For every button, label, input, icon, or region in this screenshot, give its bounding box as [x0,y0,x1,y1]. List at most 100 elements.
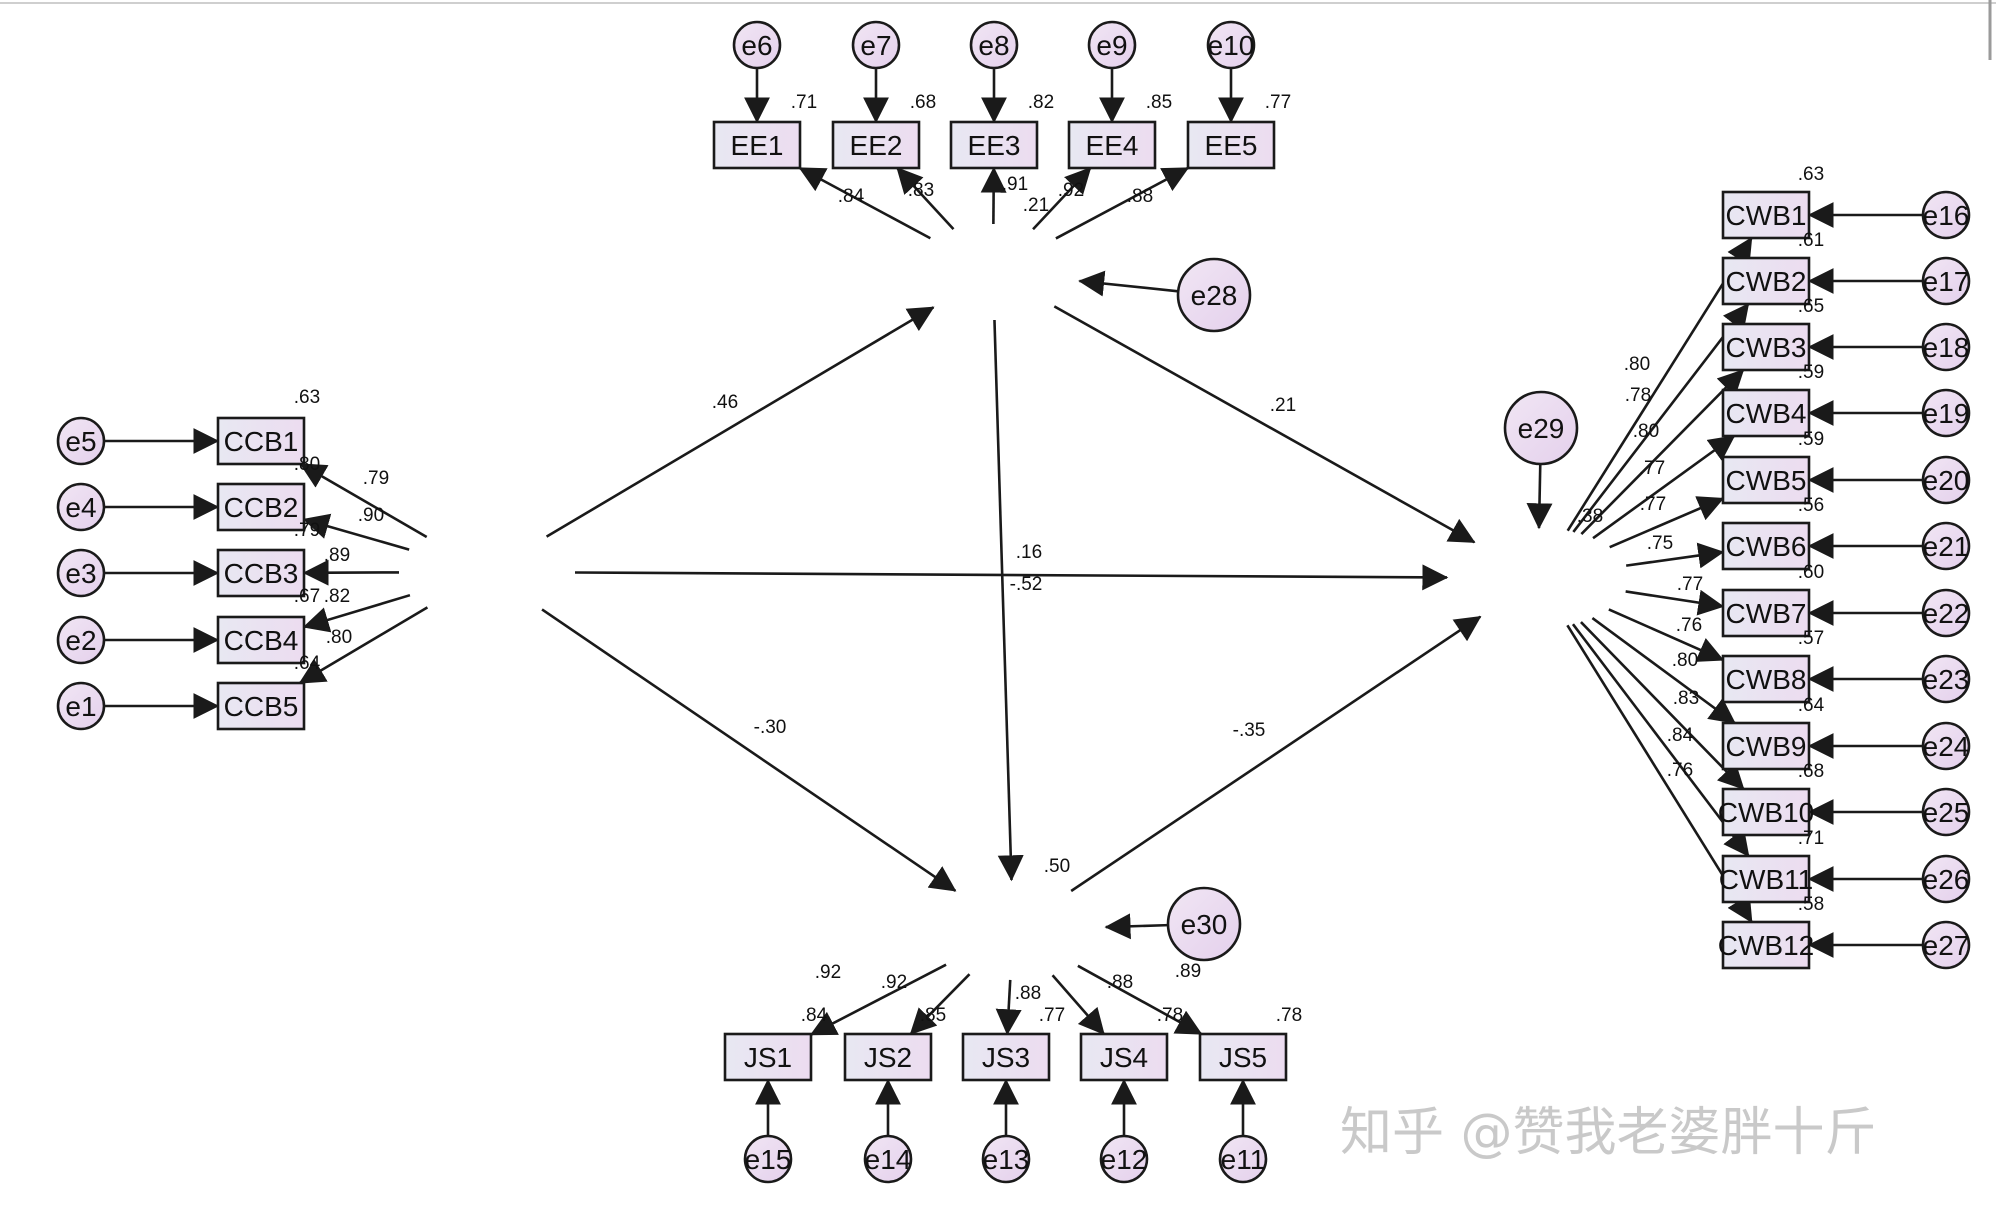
factor-loading: .92 [881,972,907,993]
indicator-label: CWB5 [1726,465,1807,496]
error-e7 [851,20,901,70]
indicator-label: CWB12 [1718,930,1814,961]
factor-loading: .77 [1677,574,1703,595]
indicator-ccb5 [216,681,306,731]
error-label: e17 [1923,266,1970,297]
indicator-ee3 [949,120,1039,170]
factor-loading: .83 [908,180,934,201]
indicator-cwb2 [1721,256,1811,306]
loading-arrow-cwb2 [1572,302,1750,533]
indicator-label: CWB7 [1726,598,1807,629]
error-e6 [732,20,782,70]
indicator-label: CWB3 [1726,332,1807,363]
indicator-label: CWB4 [1726,398,1807,429]
indicator-label: JS3 [982,1042,1030,1073]
loading-arrow-cwb5 [1609,496,1725,549]
error-label: e25 [1923,797,1970,828]
indicator-r-squared: .85 [1146,92,1172,113]
factor-loading: .84 [838,186,865,207]
error-e22 [1921,588,1971,638]
indicator-ee5 [1186,120,1276,170]
factor-loading: .90 [358,505,384,526]
indicator-r-squared: .61 [1798,230,1824,251]
error-e13 [981,1134,1031,1184]
r-squared-ee: .21 [1023,195,1049,216]
indicator-r-squared: .80 [294,454,320,475]
path-ee-to-cwb [1053,305,1476,544]
indicator-label: CWB1 [1726,200,1807,231]
error-label: e24 [1923,731,1970,762]
indicator-cwb9 [1721,721,1811,771]
error-e17 [1921,256,1971,306]
indicator-r-squared: .71 [791,92,817,113]
indicator-r-squared: .71 [1798,828,1824,849]
error-e26 [1921,854,1971,904]
path-ccb-to-ee [545,306,935,538]
indicator-label: EE4 [1086,130,1139,161]
loading-arrow-ccb2 [302,513,410,551]
path-coefficient: .21 [1270,395,1296,416]
error-label: e9 [1096,30,1127,61]
factor-loading: .88 [1107,972,1133,993]
loading-arrow-js4 [1051,974,1105,1035]
indicator-label: CCB4 [224,625,299,656]
indicator-r-squared: .59 [1798,429,1824,450]
loading-arrow-ccb5 [298,606,429,685]
indicator-js2 [843,1032,933,1082]
error-e15 [743,1134,793,1184]
indicator-js3 [961,1032,1051,1082]
path-ccb-to-cwb [574,564,1449,591]
indicator-label: CWB8 [1726,664,1807,695]
path-coefficient: -.35 [1233,720,1266,741]
factor-loading: .80 [1672,650,1698,671]
factor-loading: .79 [363,468,389,489]
path-coefficient: -.52 [1010,574,1043,595]
indicator-cwb8 [1721,654,1811,704]
indicator-label: EE1 [731,130,784,161]
error-label: e4 [65,492,96,523]
indicator-ee4 [1067,120,1157,170]
error-label: e14 [865,1144,912,1175]
indicator-cwb12 [1721,920,1811,970]
indicator-r-squared: .65 [1798,296,1824,317]
error-e4 [56,482,106,532]
loading-arrow-cwb9 [1591,617,1736,725]
loading-arrow-ccb1 [299,462,428,539]
error-label: e10 [1208,30,1255,61]
indicator-cwb3 [1721,322,1811,372]
indicator-label: JS5 [1219,1042,1267,1073]
loading-arrow-ccb4 [302,593,411,633]
indicator-r-squared: .77 [1265,92,1291,113]
error-e20 [1921,455,1971,505]
watermark: 知乎 @赞我老婆胖十斤 [1340,1103,1877,1163]
factor-loading: .77 [1639,458,1665,479]
disturbance-label: e30 [1181,909,1228,940]
indicator-label: CWB2 [1726,266,1807,297]
edges-layer [104,68,1923,1136]
indicator-label: CWB10 [1718,797,1814,828]
factor-loading: .82 [324,586,350,607]
error-label: e6 [741,30,772,61]
indicator-r-squared: .79 [294,520,320,541]
factor-loading: .83 [1673,688,1699,709]
indicator-r-squared: .78 [1276,1005,1302,1026]
indicator-ccb2 [216,482,306,532]
loading-arrow-ee2 [896,167,955,230]
error-label: e18 [1923,332,1970,363]
error-e27 [1921,920,1971,970]
error-e8 [969,20,1019,70]
indicator-cwb4 [1721,388,1811,438]
indicator-label: CCB5 [224,691,299,722]
loading-arrow-ee5 [1055,166,1190,240]
error-label: e27 [1923,930,1970,961]
indicator-cwb7 [1721,588,1811,638]
factor-loading: .84 [1667,725,1694,746]
indicator-label: CWB9 [1726,731,1807,762]
loading-arrow-cwb6 [1625,542,1725,569]
indicator-label: JS4 [1100,1042,1148,1073]
error-label: e2 [65,625,96,656]
indicator-cwb10 [1721,787,1811,837]
r-squared-js: .50 [1044,856,1070,877]
error-e24 [1921,721,1971,771]
labels-layer: .46.16-.30.21-.52-.35e28e29e30.21.50.38E… [65,30,1969,1175]
